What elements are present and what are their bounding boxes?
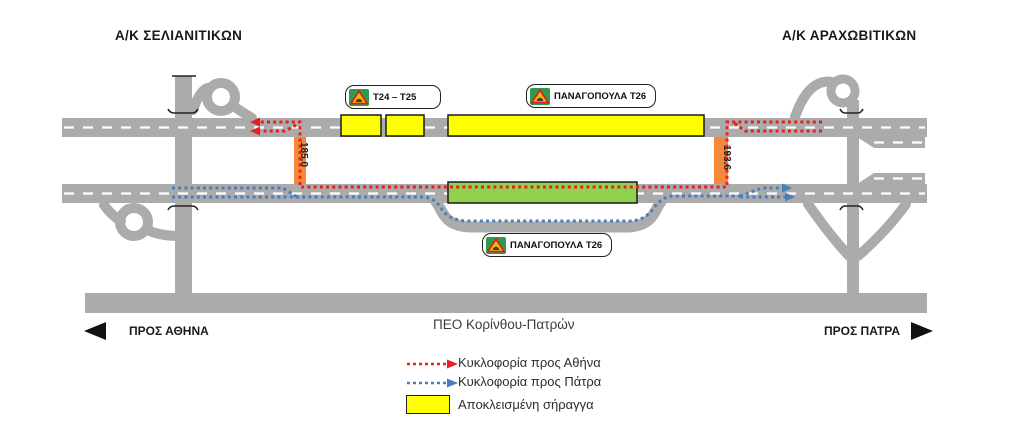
patras-route-arrowhead-bottom — [785, 192, 795, 202]
patras-route-right-split-top — [739, 186, 782, 198]
sign-panagopoula-bottom: ΠΑΝΑΓΟΠΟΥΛΑ T26 — [482, 233, 612, 257]
peo-road-label: ΠΕΟ Κορίνθου-Πατρών — [433, 317, 575, 332]
bridge-mark-right-upper — [839, 108, 864, 114]
athens-route-arrowhead-top — [250, 117, 260, 127]
tunnel-warning-icon — [530, 87, 550, 105]
athens-route-main — [260, 120, 822, 189]
sign-panagopoula-top: ΠΑΝΑΓΟΠΟΥΛΑ T26 — [526, 84, 656, 108]
to-patras-label: ΠΡΟΣ ΠΑΤΡΑ — [824, 324, 900, 338]
legend-athens-route-label: Κυκλοφορία προς Αθήνα — [458, 355, 601, 370]
left-interchange-loop-ramp-ne — [202, 78, 240, 116]
legend-patras-route-swatch — [407, 378, 458, 388]
right-interchange-loop-approach — [790, 76, 837, 122]
closed-tunnel-t25 — [385, 114, 425, 137]
sign-panagopoula-bottom-label: ΠΑΝΑΓΟΠΟΥΛΑ T26 — [510, 239, 603, 251]
lower-carriageway-extra-lane — [857, 173, 925, 184]
right-interchange-title: Α/Κ ΑΡΑΧΩΒΙΤΙΚΩΝ — [782, 28, 917, 43]
upper-carriageway-extra-lane — [857, 137, 925, 148]
legend-closed-tunnel-swatch — [406, 395, 450, 414]
right-interchange-loop-ramp — [826, 74, 860, 108]
to-athens-label: ΠΡΟΣ ΑΘΗΝΑ — [129, 324, 209, 338]
closed-tunnel-t24 — [340, 114, 382, 137]
chainage-label-185: 185.0 — [298, 142, 309, 168]
closed-tunnel-t26-upper — [447, 114, 705, 137]
bridge-mark-right-lower — [839, 205, 864, 211]
patras-route-arrowhead-top — [782, 183, 792, 193]
tunnel-warning-icon — [349, 88, 369, 106]
left-interchange-title: Α/Κ ΣΕΛΙΑΝΙΤΙΚΩΝ — [115, 28, 243, 43]
patras-route-bypass — [172, 194, 740, 223]
legend-closed-tunnel-label: Αποκλεισμένη σήραγγα — [458, 397, 594, 412]
crossover-185 — [294, 137, 306, 184]
crossover-193 — [714, 137, 728, 184]
athens-route-right-merge — [732, 120, 822, 133]
peo-road — [85, 293, 927, 313]
left-interchange-ramp-stubs-ne — [188, 83, 257, 123]
chainage-label-193: 193.6 — [721, 145, 732, 171]
right-interchange-ramp-se — [853, 199, 911, 261]
tunnel-warning-icon — [486, 236, 506, 254]
bridge-mark-left-upper — [167, 108, 199, 114]
to-athens-arrow-icon — [84, 322, 106, 340]
legend-patras-route-label: Κυκλοφορία προς Πάτρα — [458, 374, 602, 389]
athens-route-arrowhead-bottom — [250, 126, 260, 136]
athens-route-left-split — [260, 123, 297, 133]
bridge-mark-left-lower — [167, 205, 199, 211]
sign-t24-t25-label: T24 – T25 — [373, 91, 417, 103]
sign-panagopoula-top-label: ΠΑΝΑΓΟΠΟΥΛΑ T26 — [554, 90, 647, 102]
legend-athens-route-swatch — [407, 359, 458, 369]
right-interchange-ramp-sw — [803, 199, 854, 261]
open-tunnel-t26-lower — [447, 181, 638, 204]
sign-t24-t25: T24 – T25 — [345, 85, 441, 109]
to-patras-arrow-icon — [911, 322, 933, 340]
